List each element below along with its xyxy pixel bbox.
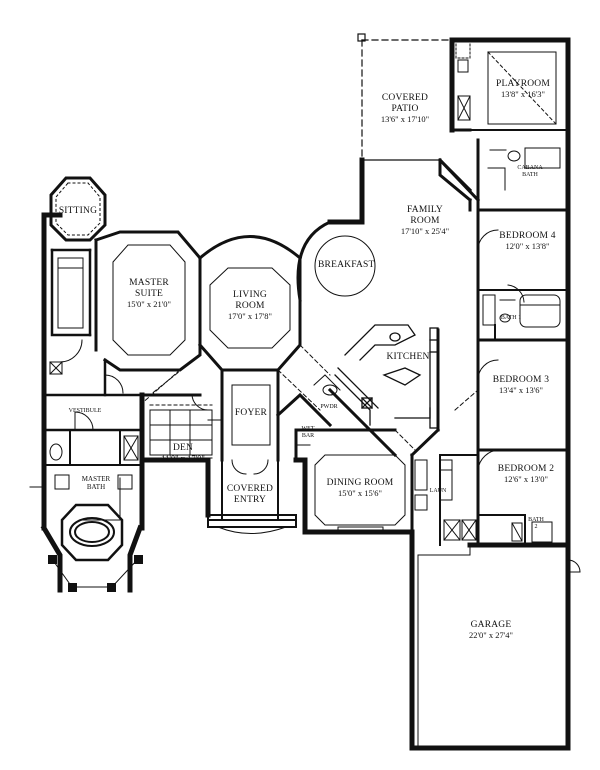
sitting-label: SITTING — [58, 206, 98, 216]
bath1-label: BATH 1 — [500, 315, 522, 321]
breakfast-label: BREAKFAST — [318, 260, 375, 270]
garage-label: GARAGE 22'0" x 27'4" — [468, 620, 513, 640]
kitchen-label: KITCHEN — [386, 352, 430, 362]
pwdr-label: PWDR — [320, 404, 338, 410]
laun-label: LAUN — [429, 488, 447, 494]
dining-room-walls — [303, 428, 414, 534]
covered-patio-outline — [357, 33, 453, 161]
cabana-bath-label: CABANA BATH — [517, 165, 543, 178]
wet-bar-label: WET BAR — [301, 426, 315, 439]
family-room-label: FAMILY ROOM 17'10" x 25'4" — [400, 205, 450, 236]
master-tub — [60, 503, 124, 562]
bedroom3-label: BEDROOM 3 13'4" x 13'6" — [492, 375, 550, 395]
kitchen-walls — [327, 328, 441, 458]
bath2-label: BATH 2 — [528, 517, 544, 530]
covered-patio-label: COVERED PATIO 13'6" x 17'10" — [380, 93, 430, 124]
bedroom2-label: BEDROOM 2 12'6" x 13'0" — [497, 464, 555, 484]
den-grid — [149, 393, 223, 456]
vestibule-label: VESTIBULE — [68, 408, 102, 414]
master-suite-label: MASTER SUITE 15'0" x 21'0" — [126, 278, 171, 309]
sitting-octagon — [49, 176, 107, 242]
covered-entry-label: COVERED ENTRY — [226, 484, 274, 505]
breakfast-nook — [296, 220, 332, 302]
living-room-label: LIVING ROOM 17'0" x 17'8" — [227, 290, 272, 321]
den-label: DEN 11'0" x 17'0" — [161, 443, 205, 463]
playroom-label: PLAYROOM 13'8" x 16'3" — [495, 79, 551, 99]
covered-entry — [207, 459, 297, 528]
foyer-label: FOYER — [234, 408, 268, 418]
bedroom4-label: BEDROOM 4 12'0" x 13'8" — [499, 231, 556, 251]
dining-room-label: DINING ROOM 15'0" x 15'6" — [326, 478, 394, 498]
master-bath-label: MASTER BATH — [81, 475, 111, 492]
